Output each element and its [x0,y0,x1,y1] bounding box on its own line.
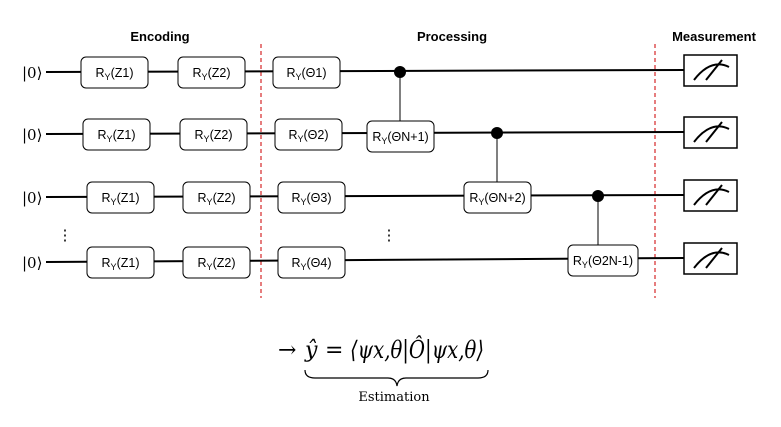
gate-label: RY(Z2) [193,66,231,82]
expectation-equation: → ŷ = ⟨ψx,θ|Ô|ψx,θ⟩ Estimation [278,335,489,405]
equation-lhs: ŷ [304,338,318,363]
gate-label: RY(Z1) [102,256,140,272]
encoding-gate-1-2: RY(Z2) [177,56,246,89]
measurement-header: Measurement [672,29,756,44]
meter-needle-icon [705,121,723,143]
gate-label: RY(Θ2N-1) [573,254,633,270]
encoding-gate-3-1: RY(Z1) [86,181,155,214]
equation-arrow: → [278,338,296,363]
gate-label: RY(ΘN+2) [469,191,525,207]
measurement-box-1 [683,54,738,87]
gate-label: RY(Z2) [198,256,236,272]
controlled-gate-3: RY(Θ2N-1) [567,244,639,277]
encoding-gate-4-2: RY(Z2) [182,246,251,279]
meter-arc-icon [693,188,730,206]
control-dot-2 [491,127,503,139]
processing-gate-3: RY(Θ3) [277,181,346,214]
meter-needle-icon [705,184,723,206]
encoding-header: Encoding [130,29,189,44]
qubit-ellipsis: ⋮ [58,226,73,244]
gate-label: RY(Z1) [98,128,136,144]
gate-label: RY(Θ1) [286,66,326,82]
meter-needle-icon [705,59,723,81]
encoding-gate-4-1: RY(Z1) [86,246,155,279]
gate-label: RY(Θ3) [291,191,331,207]
gate-label: RY(Z2) [198,191,236,207]
gate-label: RY(Z1) [102,191,140,207]
measurement-box-2 [683,116,738,149]
controlled-gate-1: RY(ΘN+1) [366,120,435,153]
control-dot-3 [592,190,604,202]
encoding-gate-2-2: RY(Z2) [179,118,248,151]
equation-rhs: ⟨ψx,θ|Ô|ψx,θ⟩ [350,335,484,365]
measurement-box-4 [683,242,738,275]
underbrace-label: Estimation [358,390,430,405]
encoding-gate-3-2: RY(Z2) [182,181,251,214]
qubit-initial-state-4: |0⟩ [22,254,42,272]
qubit-initial-state-3: |0⟩ [22,189,42,207]
qubit-initial-state-2: |0⟩ [22,126,42,144]
gate-label: RY(Θ4) [291,256,331,272]
processing-gate-4: RY(Θ4) [277,246,346,279]
meter-arc-icon [693,125,730,143]
qubit-wire-1 [45,69,685,73]
processing-gate-2: RY(Θ2) [274,118,343,151]
controlled-gate-2: RY(ΘN+2) [463,181,532,214]
gate-label: RY(Z2) [195,128,233,144]
processing-gate-1: RY(Θ1) [272,56,341,89]
processing-ellipsis: ⋮ [382,226,397,244]
measurement-box-3 [683,179,738,212]
encoding-gate-2-1: RY(Z1) [82,118,151,151]
processing-header: Processing [417,29,487,44]
qubit-wire-2 [45,131,685,135]
qubit-initial-state-1: |0⟩ [22,64,42,82]
underbrace [304,369,489,387]
encoding-gate-1-1: RY(Z1) [80,56,149,89]
meter-arc-icon [693,63,730,81]
gate-label: RY(Z1) [96,66,134,82]
gate-label: RY(Θ2) [288,128,328,144]
gate-label: RY(ΘN+1) [372,130,428,146]
meter-arc-icon [693,251,730,269]
equation-equals: = [325,338,343,363]
control-dot-1 [394,66,406,78]
meter-needle-icon [705,247,723,269]
